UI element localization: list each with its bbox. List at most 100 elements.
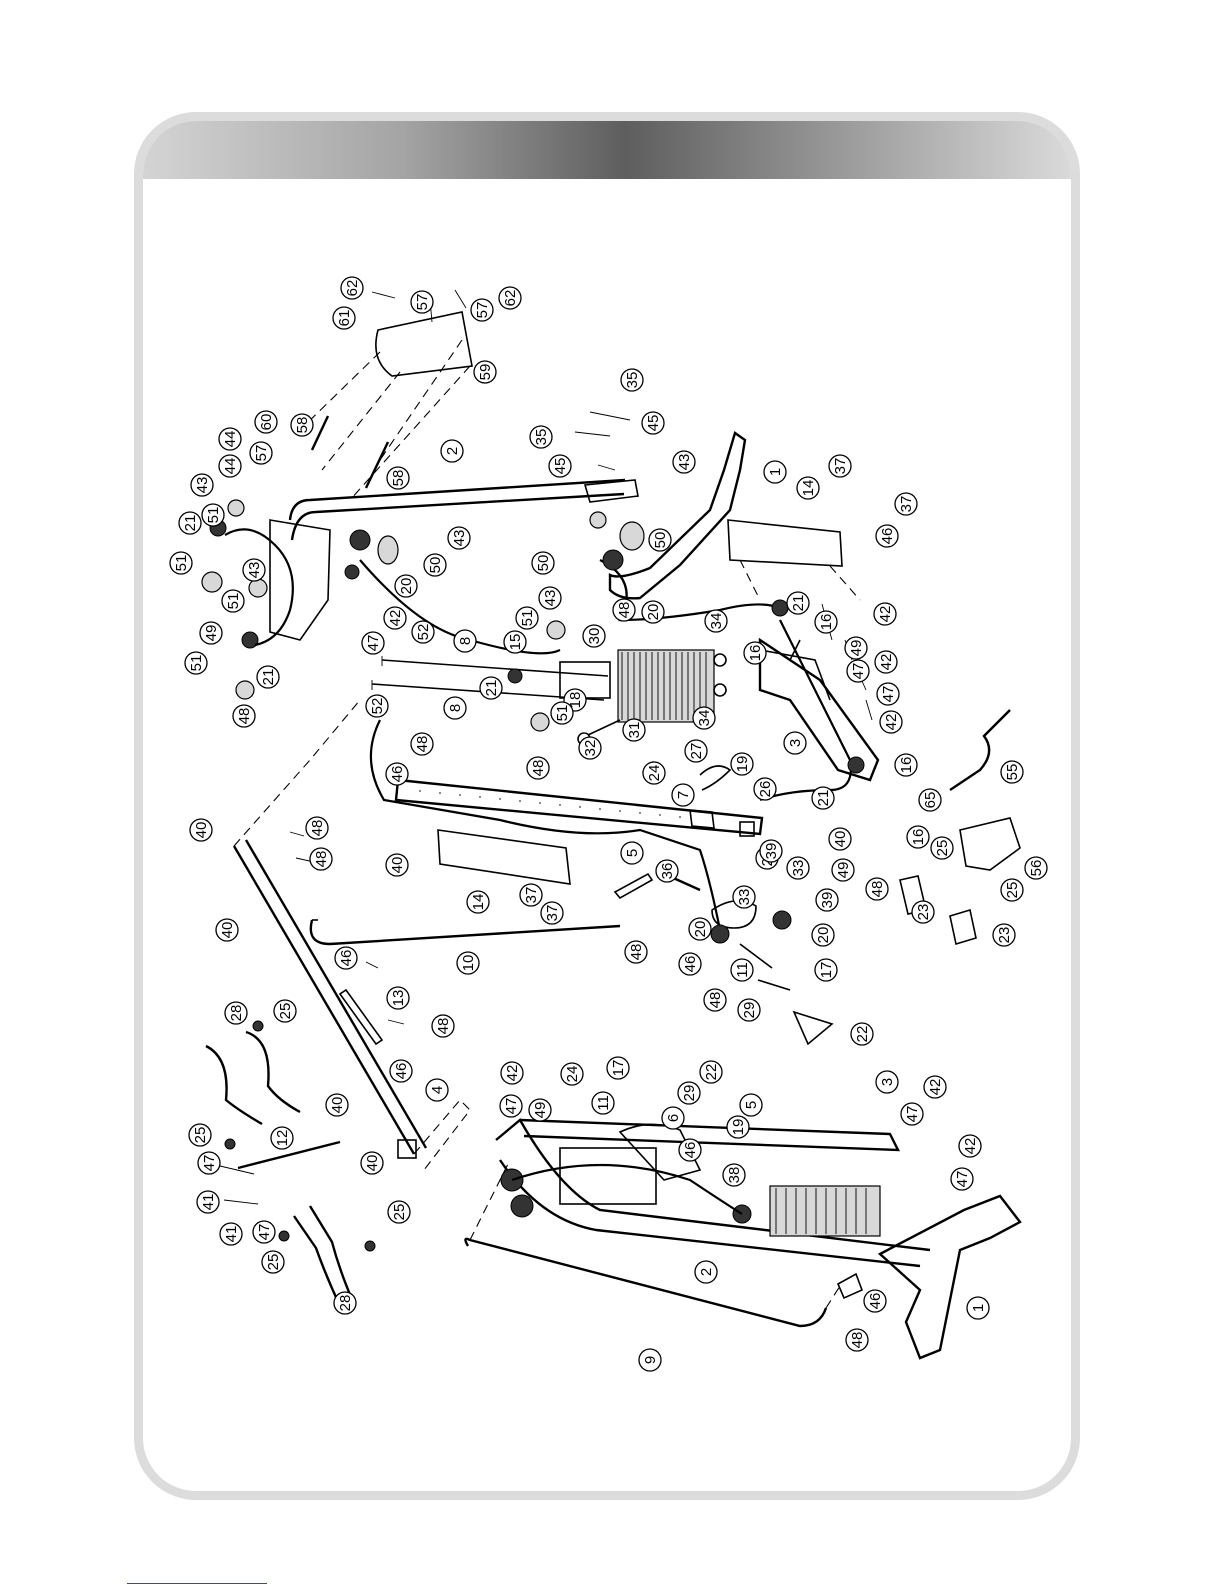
callout-bubble xyxy=(694,1260,718,1284)
callout-bubble xyxy=(699,1060,723,1084)
callout-47: 47 xyxy=(846,659,870,683)
callout-label: 29 xyxy=(741,1002,758,1019)
callout-label: 21 xyxy=(815,790,832,807)
callout-bubble xyxy=(184,651,208,675)
callout-bubble xyxy=(918,788,942,812)
part-34-bumper-a xyxy=(713,653,727,667)
callout-16: 16 xyxy=(743,641,767,665)
callout-48: 48 xyxy=(309,847,333,871)
part-29-clip xyxy=(757,979,791,991)
part-50-cover-a xyxy=(377,535,399,565)
callout-bubble xyxy=(386,466,410,490)
assembled-weight-stack xyxy=(769,1185,881,1237)
part-51-cover-f xyxy=(530,712,550,732)
callout-label: 46 xyxy=(682,1142,699,1159)
part-20-pulley-a xyxy=(349,529,371,551)
callout-label: 38 xyxy=(726,1167,743,1184)
callout-bubble xyxy=(873,602,897,626)
callout-bubble xyxy=(386,986,410,1010)
callout-label: 40 xyxy=(193,822,210,839)
callout-label: 44 xyxy=(222,458,239,475)
callout-29: 29 xyxy=(677,1081,701,1105)
callout-label: 43 xyxy=(676,454,693,471)
callout-bubble xyxy=(641,600,665,624)
part-17-link xyxy=(739,943,773,969)
callout-bubble xyxy=(638,1348,662,1372)
callout-label: 1 xyxy=(970,1304,987,1312)
callout-label: 21 xyxy=(790,595,807,612)
callout-label: 13 xyxy=(390,990,407,1007)
callout-label: 48 xyxy=(869,881,886,898)
callout-38: 38 xyxy=(722,1163,746,1187)
callout-bubble xyxy=(844,636,868,660)
callout-bubble xyxy=(479,676,503,700)
callout-33: 33 xyxy=(786,856,810,880)
callout-bubble xyxy=(814,610,838,634)
callout-42: 42 xyxy=(879,710,903,734)
callout-bubble xyxy=(612,598,636,622)
callout-label: 28 xyxy=(228,1005,245,1022)
part-51-cover-e xyxy=(546,620,566,640)
callout-bubble xyxy=(273,999,297,1023)
callout-bubble xyxy=(786,591,810,615)
callout-bubble xyxy=(197,1151,221,1175)
callout-label: 52 xyxy=(415,624,432,641)
callout-bubble xyxy=(325,1093,349,1117)
callout-label: 51 xyxy=(225,593,242,610)
part-1-base-bottom xyxy=(877,1194,1022,1360)
callout-label: 36 xyxy=(659,863,676,880)
part-34-bumper-b xyxy=(713,683,727,697)
callout-label: 20 xyxy=(815,927,832,944)
callout-47: 47 xyxy=(499,1094,523,1118)
callout-12: 12 xyxy=(270,1126,294,1150)
callout-bubble xyxy=(641,411,665,435)
callout-bubble xyxy=(930,836,954,860)
callout-46: 46 xyxy=(678,952,702,976)
callout-51: 51 xyxy=(221,589,245,613)
callout-label: 51 xyxy=(205,507,222,524)
callout-label: 46 xyxy=(338,950,355,967)
callout-bubble xyxy=(876,682,900,706)
callout-label: 42 xyxy=(877,606,894,623)
callout-46: 46 xyxy=(334,946,358,970)
callout-43: 43 xyxy=(447,526,471,550)
callout-label: 47 xyxy=(201,1155,218,1172)
callout-label: 51 xyxy=(554,705,571,722)
callout-bubble xyxy=(309,847,333,871)
callout-bubble xyxy=(828,454,852,478)
callout-42: 42 xyxy=(874,650,898,674)
callout-bubble xyxy=(538,586,562,610)
callout-bubble xyxy=(389,1059,413,1083)
callout-label: 50 xyxy=(535,555,552,572)
callout-bubble xyxy=(443,696,467,720)
callout-29: 29 xyxy=(737,998,761,1022)
callout-57: 57 xyxy=(410,290,434,314)
callout-label: 62 xyxy=(344,280,361,297)
callout-label: 25 xyxy=(192,1127,209,1144)
callout-41: 41 xyxy=(219,1222,243,1246)
callout-bubble xyxy=(423,553,447,577)
part-27-roller xyxy=(699,765,732,791)
callout-26: 26 xyxy=(753,777,777,801)
callout-bubble xyxy=(732,885,756,909)
callout-bubble xyxy=(178,511,202,535)
callout-bubble xyxy=(190,473,214,497)
callout-label: 25 xyxy=(265,1254,282,1271)
callout-bubble xyxy=(743,641,767,665)
part-25-cap-a xyxy=(252,1020,264,1032)
callout-24: 24 xyxy=(642,761,666,785)
callout-label: 4 xyxy=(429,1086,446,1094)
callout-40: 40 xyxy=(360,1151,384,1175)
callout-27: 27 xyxy=(684,739,708,763)
callout-bubble xyxy=(529,425,553,449)
callout-21: 21 xyxy=(479,676,503,700)
callout-bubble xyxy=(169,551,193,575)
callout-bubble xyxy=(624,940,648,964)
callout-51: 51 xyxy=(184,651,208,675)
callout-61: 61 xyxy=(332,306,356,330)
callout-4: 4 xyxy=(425,1078,449,1102)
callout-bubble xyxy=(431,1014,455,1038)
callout-label: 25 xyxy=(277,1003,294,1020)
callout-bubble xyxy=(560,1062,584,1086)
